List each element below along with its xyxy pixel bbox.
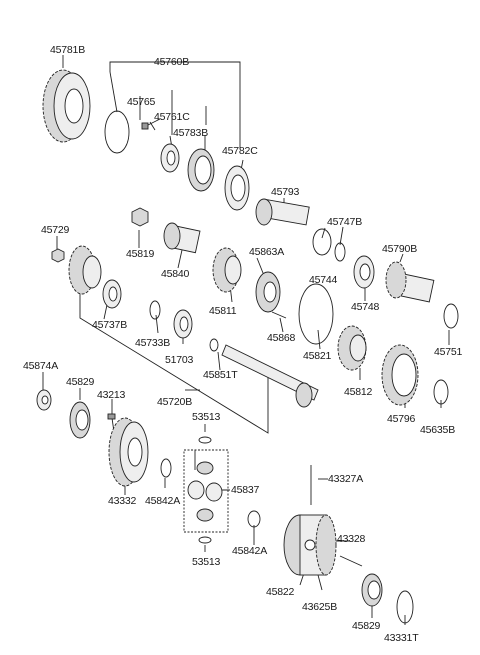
label-45796: 45796 [387,413,416,425]
label-45733b: 45733B [135,337,171,349]
gear-45781b [42,69,91,143]
ring-45851t [209,338,219,352]
nut-45819 [131,207,149,227]
pinion-set-45837 [183,449,229,533]
label-45821: 45821 [303,350,332,362]
ring-45747b [334,242,346,262]
label-45840: 45840 [161,268,190,280]
label-51703: 51703 [165,354,194,366]
pin-43328 [339,555,363,567]
label-43625b: 43625B [302,601,338,613]
ring-43331t [396,590,414,624]
label-45781b: 45781B [50,44,86,56]
gear-45796 [381,344,419,406]
diff-case-45822 [283,514,337,576]
label-45851t: 45851T [203,369,238,381]
washer-53513-top [198,436,212,444]
leader-lines [42,55,450,625]
label-45744: 45744 [309,274,338,286]
label-45842a-left: 45842A [145,495,181,507]
label-45829-top: 45829 [66,376,95,388]
label-45790b: 45790B [382,243,418,255]
label-45819: 45819 [126,248,155,260]
gear-45812 [337,325,367,371]
gear-45811 [212,247,242,293]
label-45793: 45793 [271,186,300,198]
label-45635b: 45635B [420,424,456,436]
label-45837: 45837 [231,484,260,496]
shaft-45720b [221,344,319,408]
bearing-51703 [173,309,193,339]
bearing-45782c [187,148,215,192]
ring-45751 [443,303,459,329]
gear-43332 [108,417,149,487]
label-45812: 45812 [344,386,373,398]
bearing-45829-right [361,573,383,607]
nut-45729 [51,248,65,263]
ring-45782c [224,165,250,211]
sleeve-45840 [163,222,201,254]
label-53513-top: 53513 [192,411,221,423]
label-43327a: 43327A [328,473,364,485]
label-45720b: 45720B [157,396,193,408]
ring-45842a-left [160,458,172,478]
ring-45744 [312,228,332,256]
label-43331t: 43331T [384,632,419,644]
label-43328: 43328 [337,533,366,545]
bearing-45829-left [69,401,91,439]
label-45822: 45822 [266,586,295,598]
label-45829-bottom: 45829 [352,620,381,632]
washer-45874a [36,389,52,411]
label-45760b: 45760B [154,56,190,68]
label-45751: 45751 [434,346,463,358]
ring-45635b [433,379,449,405]
gear-45737b [68,245,122,309]
label-45748: 45748 [351,301,380,313]
label-43213: 43213 [97,389,126,401]
label-45737b: 45737B [92,319,128,331]
label-43332: 43332 [108,495,137,507]
label-45874a: 45874A [23,360,59,372]
bolt-45761c [141,118,161,130]
ring-45733b [149,300,161,320]
bolt-45868 [271,311,287,319]
bearing-45783b [160,143,180,173]
ring-45842a-right [247,510,261,528]
label-45783b: 45783B [173,127,209,139]
label-45765: 45765 [127,96,156,108]
hub-45863a [255,271,281,313]
bearing-45748 [353,255,375,289]
label-45868: 45868 [267,332,296,344]
label-45729: 45729 [41,224,70,236]
label-45782c: 45782C [222,145,258,157]
washer-53513-bottom [198,536,212,544]
shaft-45790b [385,261,435,303]
ring-45821 [298,283,334,345]
shaft-45793 [255,198,310,226]
label-45811: 45811 [209,305,237,317]
label-45747b: 45747B [327,216,363,228]
label-45842a-right: 45842A [232,545,268,557]
label-45761c: 45761C [154,111,190,123]
label-45863a: 45863A [249,246,285,258]
label-53513-bottom: 53513 [192,556,221,568]
snap-ring-45765 [104,110,130,154]
